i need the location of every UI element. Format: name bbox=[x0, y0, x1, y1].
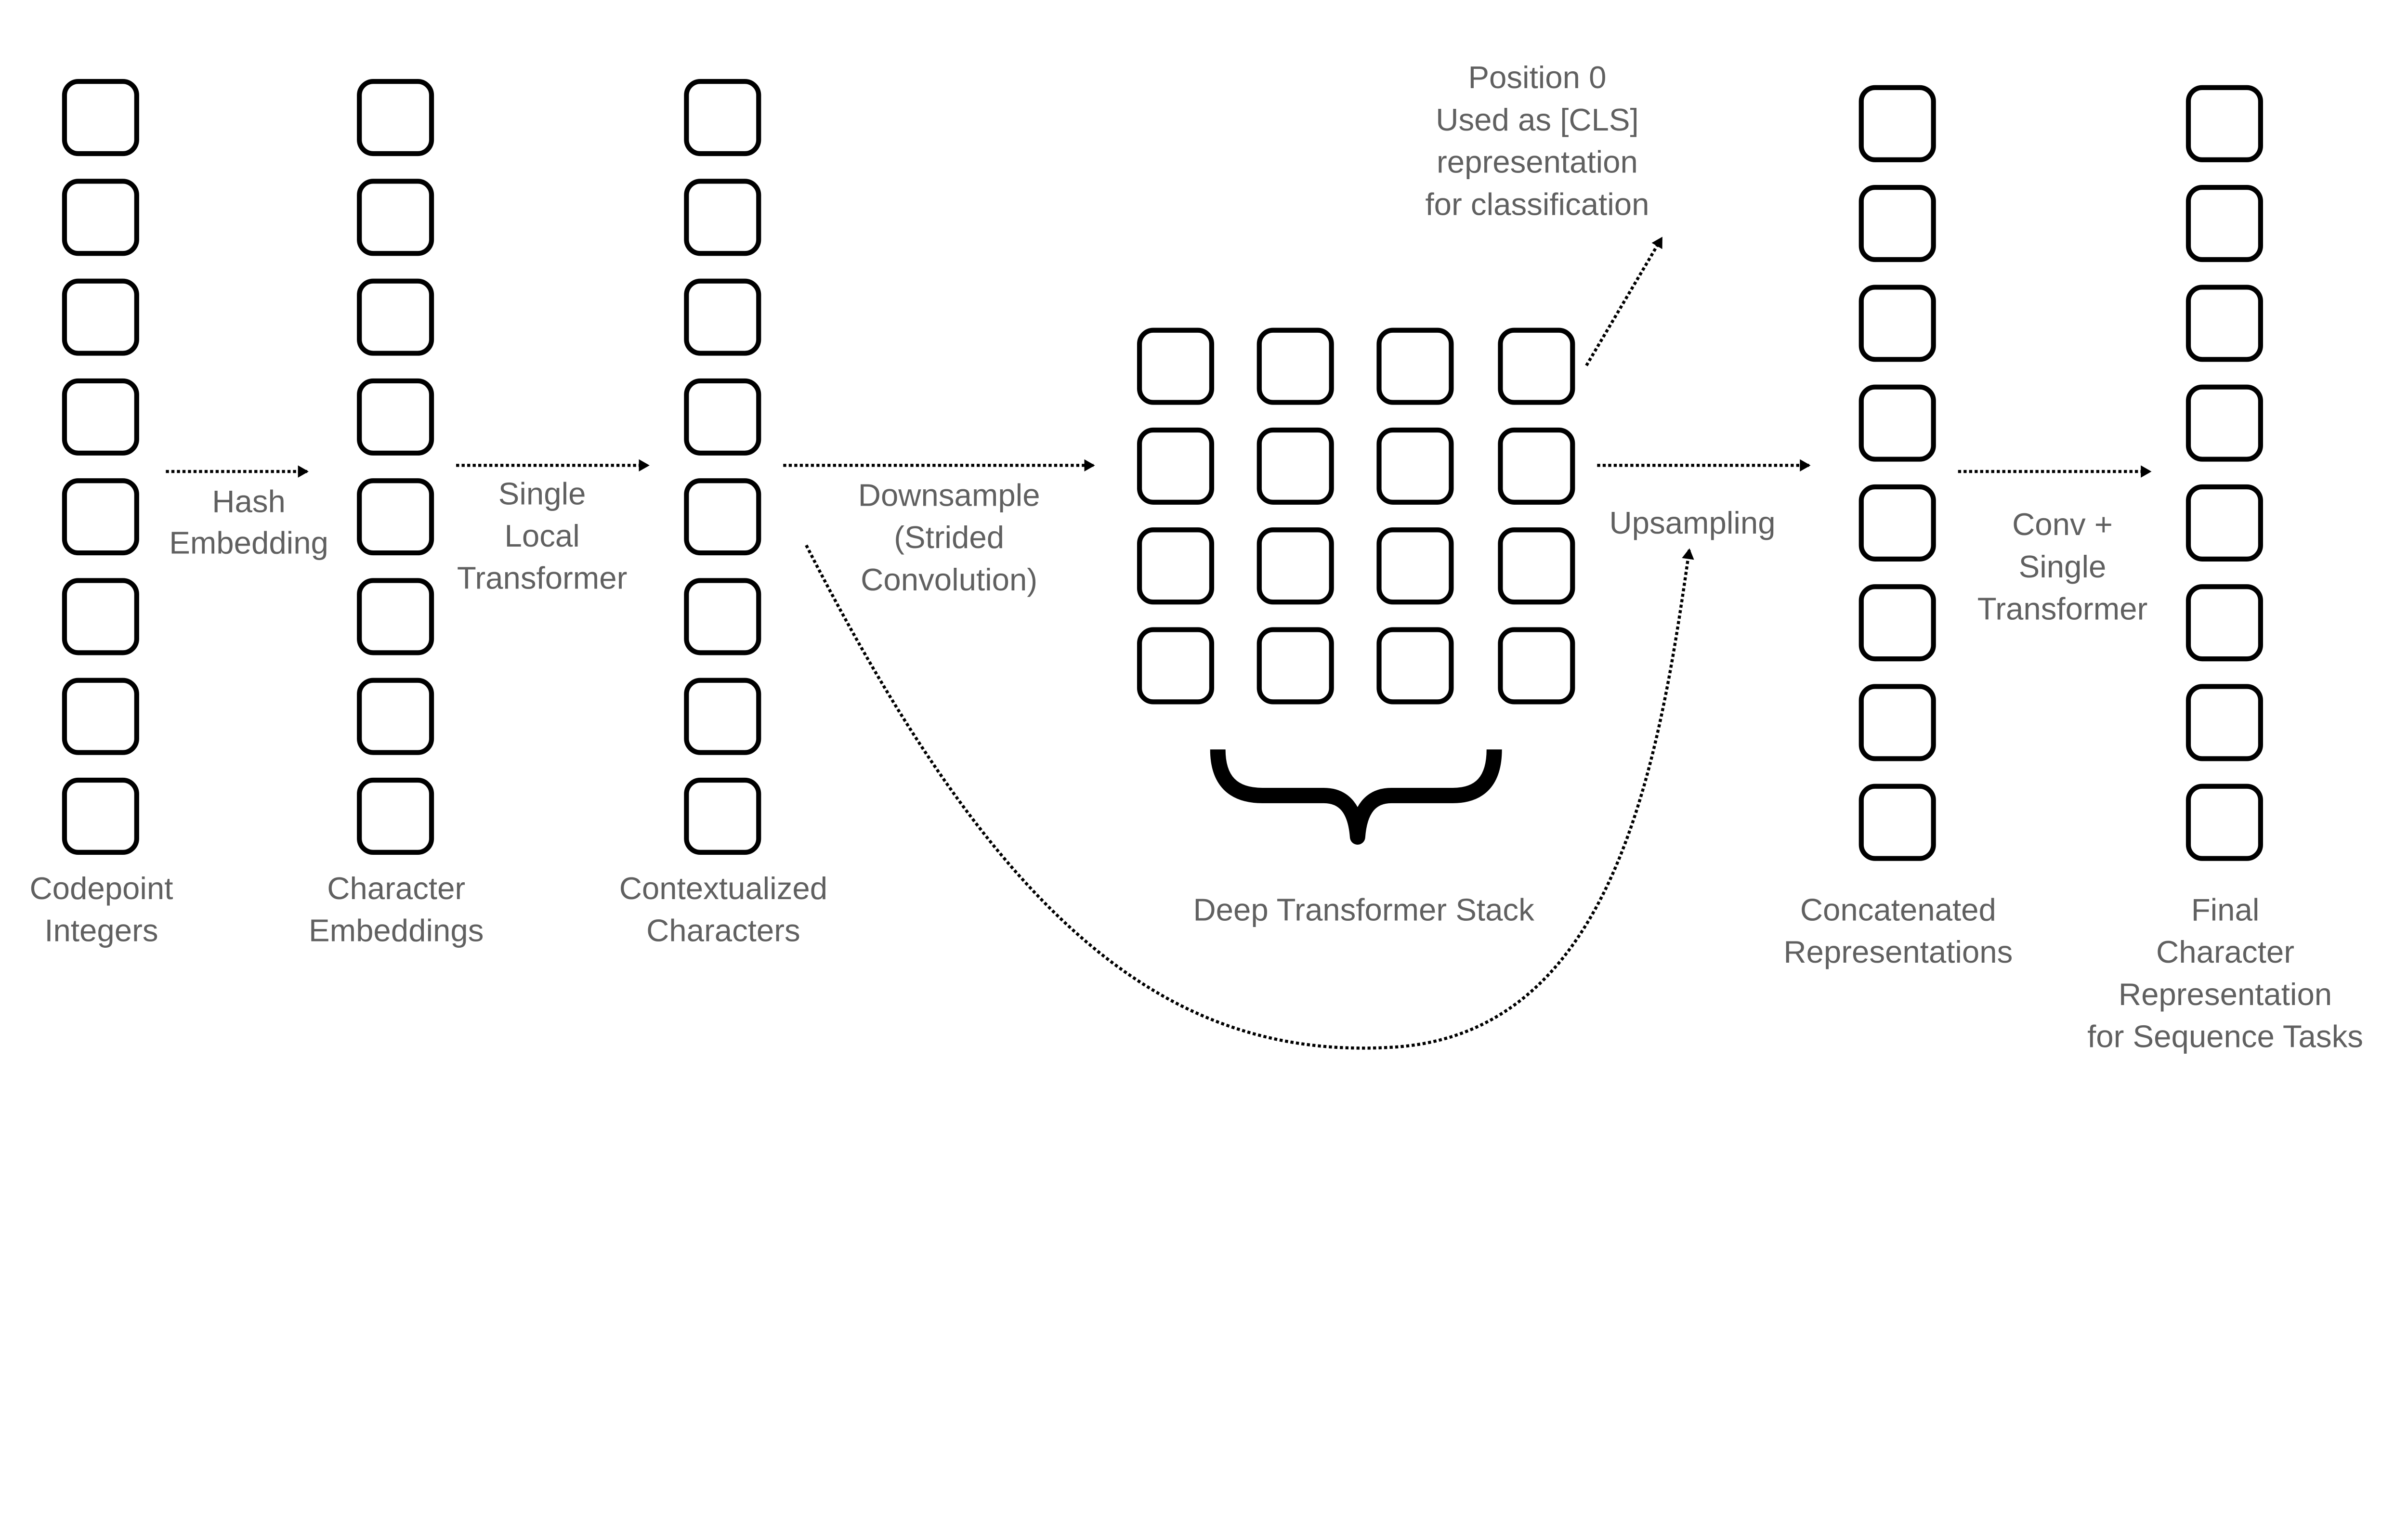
cls-note: representation bbox=[1437, 144, 1638, 180]
concatenated-cell bbox=[1858, 384, 1936, 462]
deep-stack-cell bbox=[1498, 527, 1575, 605]
codepoint-cell bbox=[62, 179, 139, 256]
concatenated-label: Concatenated bbox=[1800, 892, 1996, 928]
cls-note: Position 0 bbox=[1468, 60, 1606, 95]
codepoint-cell bbox=[62, 678, 139, 755]
final-cell bbox=[2186, 285, 2263, 362]
canine-architecture-diagram: CodepointIntegersCharacterEmbeddingsCont… bbox=[29, 60, 2363, 1054]
char-emb-cell bbox=[357, 378, 434, 456]
hash-embedding-label: Embedding bbox=[169, 525, 328, 560]
concatenated-cell bbox=[1858, 684, 1936, 761]
deep-stack-cell bbox=[1256, 627, 1334, 705]
char-emb-label: Character bbox=[327, 871, 465, 906]
local-transformer-label: Transformer bbox=[457, 561, 627, 596]
concatenated-cell bbox=[1858, 85, 1936, 162]
final-cell bbox=[2186, 684, 2263, 761]
deep-stack-cell bbox=[1137, 627, 1215, 705]
contextualized-cell bbox=[684, 578, 761, 655]
conv-transformer-label: Transformer bbox=[1977, 591, 2147, 627]
final-label: Character bbox=[2156, 934, 2294, 969]
final-label: for Sequence Tasks bbox=[2087, 1019, 2363, 1054]
deep-stack-cell bbox=[1498, 327, 1575, 405]
contextualized-label: Contextualized bbox=[619, 871, 827, 906]
deep-stack-cell bbox=[1137, 427, 1215, 505]
deep-stack-cell bbox=[1137, 327, 1215, 405]
codepoint-label: Integers bbox=[44, 913, 158, 948]
char-emb-cell bbox=[357, 278, 434, 356]
contextualized-label: Characters bbox=[646, 913, 800, 948]
cls-arrow bbox=[1585, 236, 1663, 366]
char-emb-label: Embeddings bbox=[309, 913, 484, 948]
codepoint-cell bbox=[62, 378, 139, 456]
downsample-label: (Strided bbox=[894, 520, 1004, 555]
deep-stack-cell bbox=[1376, 427, 1454, 505]
concatenated-cell bbox=[1858, 185, 1936, 262]
codepoint-label: Codepoint bbox=[29, 871, 173, 906]
final-cell bbox=[2186, 185, 2263, 262]
char-emb-cell bbox=[357, 678, 434, 755]
deep-stack-cell bbox=[1498, 627, 1575, 705]
concatenated-cell bbox=[1858, 784, 1936, 861]
conv-transformer-label: Single bbox=[2019, 549, 2107, 584]
contextualized-cell bbox=[684, 179, 761, 256]
deep-stack-label: Deep Transformer Stack bbox=[1193, 892, 1534, 928]
contextualized-cell bbox=[684, 678, 761, 755]
char-emb-cell bbox=[357, 179, 434, 256]
upsampling-label: Upsampling bbox=[1609, 505, 1775, 540]
final-cell bbox=[2186, 85, 2263, 162]
final-cell bbox=[2186, 784, 2263, 861]
deep-stack-cell bbox=[1376, 527, 1454, 605]
codepoint-cell bbox=[62, 79, 139, 157]
cls-note: Used as [CLS] bbox=[1436, 102, 1638, 137]
downsample-label: Downsample bbox=[858, 478, 1040, 513]
char-emb-cell bbox=[357, 478, 434, 556]
residual-skip-arrow bbox=[805, 544, 1694, 1050]
hash-embedding-label: Hash bbox=[212, 484, 286, 519]
downsample-label: Convolution) bbox=[861, 562, 1037, 597]
local-transformer-label: Single bbox=[498, 476, 586, 511]
final-cell bbox=[2186, 584, 2263, 662]
local-transformer-label: Local bbox=[505, 518, 580, 553]
deep-stack-cell bbox=[1498, 427, 1575, 505]
codepoint-cell bbox=[62, 578, 139, 655]
contextualized-cell bbox=[684, 79, 761, 157]
contextualized-cell bbox=[684, 777, 761, 855]
cls-note: for classification bbox=[1425, 186, 1649, 222]
char-emb-cell bbox=[357, 578, 434, 655]
codepoint-cell bbox=[62, 777, 139, 855]
deep-stack-cell bbox=[1256, 527, 1334, 605]
char-emb-cell bbox=[357, 79, 434, 157]
deep-stack-cell bbox=[1256, 327, 1334, 405]
final-label: Final bbox=[2191, 892, 2260, 928]
contextualized-cell bbox=[684, 378, 761, 456]
char-emb-cell bbox=[357, 777, 434, 855]
concatenated-cell bbox=[1858, 584, 1936, 662]
deep-stack-cell bbox=[1137, 527, 1215, 605]
deep-stack-cell bbox=[1376, 627, 1454, 705]
conv-transformer-label: Conv + bbox=[2012, 507, 2113, 542]
concatenated-cell bbox=[1858, 285, 1936, 362]
codepoint-cell bbox=[62, 278, 139, 356]
deep-stack-cell bbox=[1256, 427, 1334, 505]
contextualized-cell bbox=[684, 278, 761, 356]
concatenated-cell bbox=[1858, 484, 1936, 562]
final-cell bbox=[2186, 484, 2263, 562]
codepoint-cell bbox=[62, 478, 139, 556]
deep-stack-brace bbox=[1210, 749, 1502, 845]
final-cell bbox=[2186, 384, 2263, 462]
contextualized-cell bbox=[684, 478, 761, 556]
deep-stack-cell bbox=[1376, 327, 1454, 405]
concatenated-label: Representations bbox=[1783, 934, 2013, 969]
final-label: Representation bbox=[2119, 977, 2332, 1012]
